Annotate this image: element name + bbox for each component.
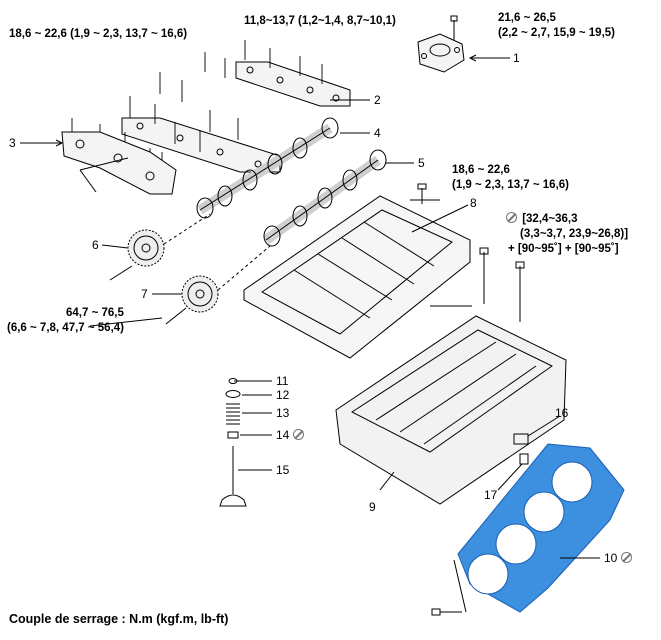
part-1-bolt [450, 15, 458, 40]
part-5-camshaft [263, 149, 387, 247]
torque-spec-bearing-line2: (1,9 ~ 2,3, 13,7 ~ 16,6) [452, 179, 569, 191]
part-number-13: 13 [276, 406, 290, 420]
torque-spec-head-line2: (3,3~3,7, 23,9~26,8)] [520, 228, 629, 240]
part-2-bearing-cap-2 [121, 117, 281, 173]
part-number-14: 14 [276, 428, 306, 442]
part-number-2: 2 [374, 93, 381, 107]
head-bolts [417, 183, 525, 322]
part-17-plug [519, 453, 529, 465]
part-14-label: 14 [276, 428, 290, 442]
torque-spec-top-middle: 11,8~13,7 (1,2~1,4, 8,7~10,1) [244, 15, 396, 27]
torque-spec-top-right-line2: (2,2 ~ 2,7, 15,9 ~ 19,5) [498, 27, 615, 39]
part-number-3: 3 [9, 136, 16, 150]
torque-spec-sprocket-line2: (6,6 ~ 7,8, 47,7 ~ 56,4) [7, 322, 124, 334]
part-8-ladder-frame [243, 195, 471, 359]
part-9-cylinder-head [335, 315, 567, 505]
part-number-6: 6 [92, 238, 99, 252]
part-10-head-gasket [457, 443, 625, 613]
part-6-sprocket [109, 213, 211, 281]
torque-spec-bearing-line1: 18,6 ~ 22,6 [452, 164, 510, 176]
torque-head-1: [32,4~36,3 [522, 213, 578, 225]
torque-spec-top-left: 18,6 ~ 22,6 (1,9 ~ 2,3, 13,7 ~ 16,6) [9, 28, 188, 40]
part-number-5: 5 [418, 156, 425, 170]
part-number-16: 16 [555, 406, 569, 420]
torque-unit-footer: Couple de serrage : N.m (kgf.m, lb-ft) [9, 612, 229, 626]
prohibited-reuse-icon [506, 212, 517, 223]
part-15-valve [219, 446, 247, 507]
part-number-7: 7 [141, 287, 148, 301]
part-10-label: 10 [604, 551, 618, 565]
part-number-11: 11 [276, 374, 289, 388]
part-number-1: 1 [513, 51, 520, 65]
part-3-front-cap [61, 131, 177, 195]
part-number-17: 17 [484, 488, 498, 502]
prohibited-reuse-icon [292, 429, 304, 440]
part-number-10: 10 [604, 551, 634, 565]
torque-spec-top-right-line1: 21,6 ~ 26,5 [498, 12, 556, 24]
leader-lines [20, 54, 600, 613]
part-number-8: 8 [470, 196, 477, 210]
part-number-9: 9 [369, 500, 376, 514]
part-number-4: 4 [374, 126, 381, 140]
part-4-camshaft [196, 117, 339, 219]
part-14-valve-seal [227, 431, 239, 439]
part-12-retainer [225, 390, 241, 398]
part-13-valve-spring [226, 403, 240, 425]
part-16-bracket [513, 433, 529, 445]
part-number-12: 12 [276, 388, 290, 402]
dowel-pins [431, 608, 462, 616]
torque-spec-head-line3: + [90~95˚] + [90~95˚] [508, 243, 619, 255]
torque-spec-sprocket-line1: 64,7 ~ 76,5 [66, 307, 124, 319]
part-2-bearing-cap [235, 61, 351, 107]
part-number-15: 15 [276, 463, 290, 477]
torque-spec-head-line1: [32,4~36,3 [506, 212, 578, 227]
part-1-cover [417, 33, 465, 73]
prohibited-reuse-icon [620, 552, 632, 563]
part-7-sprocket [165, 245, 271, 325]
